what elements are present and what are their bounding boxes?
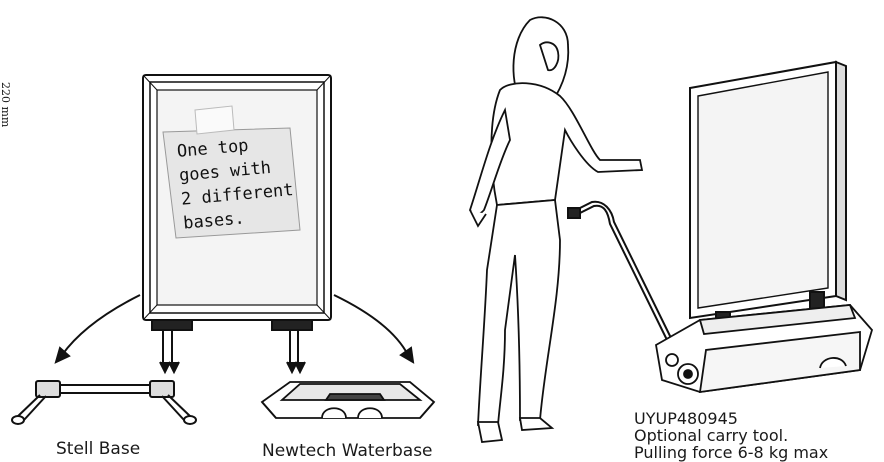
woman-figure <box>470 17 642 442</box>
product-code: UYUP480945 <box>634 410 828 427</box>
steel-base <box>12 381 196 424</box>
sign-frame-right <box>690 62 846 340</box>
sign-legs-left <box>152 320 312 372</box>
product-info: UYUP480945 Optional carry tool. Pulling … <box>634 410 828 461</box>
dimension-label: 220 mm <box>0 82 12 127</box>
product-line-1: Optional carry tool. <box>634 427 828 444</box>
water-base <box>262 382 434 418</box>
product-line-2: Pulling force 6-8 kg max <box>634 444 828 461</box>
water-base-right <box>656 305 872 392</box>
water-base-label: Newtech Waterbase <box>262 441 433 461</box>
carry-tool <box>568 202 672 342</box>
steel-base-label: Stell Base <box>56 439 140 459</box>
note-text: One top goes with 2 different bases. <box>176 130 297 235</box>
